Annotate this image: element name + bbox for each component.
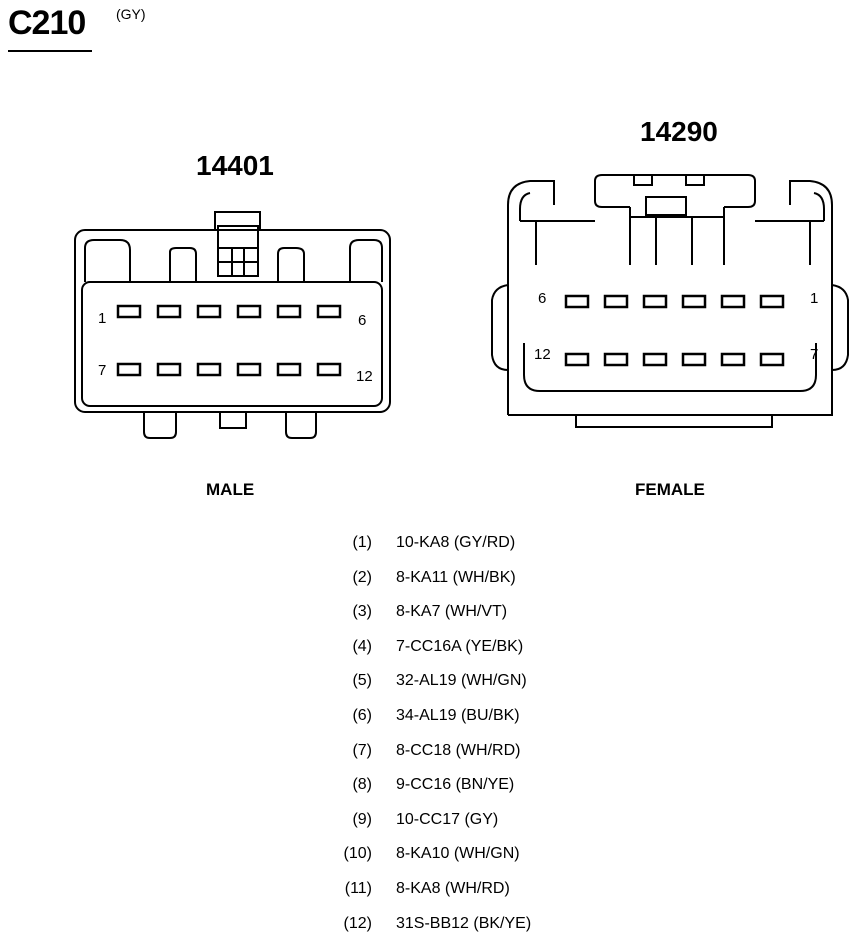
male-pin-label-6: 6 [358,312,366,329]
circuit-id: 32-AL19 (WH/GN) [396,672,527,690]
circuit-id: 10-CC17 (GY) [396,810,499,828]
female-connector-diagram: 6 1 12 7 [491,174,849,428]
circuit-id: 8-KA11 (WH/BK) [396,568,516,586]
circuit-id: 34-AL19 (BU/BK) [396,706,520,724]
circuit-row: (10) 8-KA10 (WH/GN) [330,845,630,880]
circuit-id: 9-CC16 (BN/YE) [396,776,515,794]
male-pin-label-1: 1 [98,310,106,327]
circuit-row: (7) 8-CC18 (WH/RD) [330,742,630,777]
connector-color-code: (GY) [116,6,146,22]
circuit-id: 10-KA8 (GY/RD) [396,534,516,551]
male-pin-label-7: 7 [98,362,106,379]
circuit-id: 8-KA7 (WH/VT) [396,603,508,621]
circuit-row: (2) 8-KA11 (WH/BK) [330,569,630,604]
pin-number: (6) [352,706,372,724]
pin-number: (12) [343,914,372,932]
title-underline [8,50,92,52]
circuit-id: 31S-BB12 (BK/YE) [396,914,532,932]
pin-number: (11) [344,879,372,897]
circuit-row: (11) 8-KA8 (WH/RD) [330,880,630,915]
connector-id: C210 [8,4,86,42]
female-pin-label-1: 1 [810,290,818,307]
male-connector-diagram: 1 6 7 12 [74,211,391,439]
circuit-id: 8-KA8 (WH/RD) [396,879,510,897]
pin-number: (5) [352,672,372,690]
pin-number: (8) [352,776,372,794]
pin-number: (1) [352,534,372,551]
male-part-number: 14401 [196,150,274,181]
circuit-row: (8) 9-CC16 (BN/YE) [330,776,630,811]
female-pin-label-7: 7 [810,346,818,363]
circuit-row: (9) 10-CC17 (GY) [330,811,630,846]
pin-number: (10) [343,845,372,863]
female-part-number: 14290 [640,116,718,147]
circuit-row: (5) 32-AL19 (WH/GN) [330,672,630,707]
circuit-row: (3) 8-KA7 (WH/VT) [330,603,630,638]
circuit-id: 8-CC18 (WH/RD) [396,741,521,759]
male-label: MALE [206,480,255,499]
female-pin-label-6: 6 [538,290,546,307]
circuit-row: (12) 31S-BB12 (BK/YE) [330,915,630,949]
circuit-id: 7-CC16A (YE/BK) [396,637,524,655]
circuit-id: 8-KA10 (WH/GN) [396,845,520,863]
circuit-row: (6) 34-AL19 (BU/BK) [330,707,630,742]
female-label: FEMALE [635,480,705,499]
pin-number: (7) [352,741,372,759]
pin-number: (3) [352,603,372,621]
circuit-row: (4) 7-CC16A (YE/BK) [330,638,630,673]
pin-number: (9) [352,810,372,828]
pin-number: (4) [352,637,372,655]
circuit-list: (1) 10-KA8 (GY/RD) (2) 8-KA11 (WH/BK) (3) 8… [330,534,630,949]
circuit-row: (1) 10-KA8 (GY/RD) [330,534,630,569]
male-pin-label-12: 12 [356,368,373,385]
pin-number: (2) [352,568,372,586]
female-pin-label-12: 12 [534,346,551,363]
